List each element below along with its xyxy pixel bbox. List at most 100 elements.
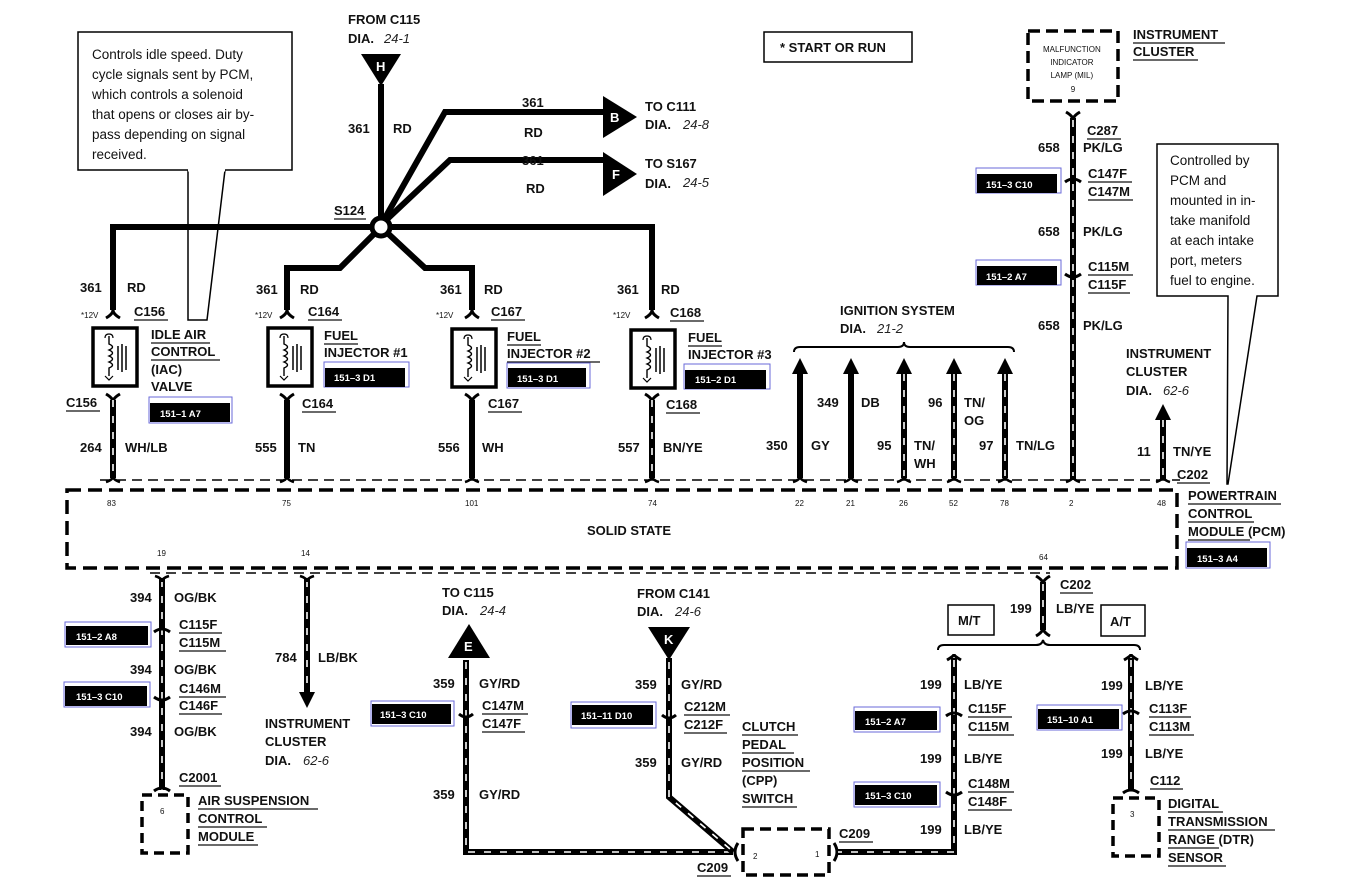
to-c115-link: TO C115 DIA. 24-4 E 359 GY/RD C147M C147… (370, 585, 733, 855)
connector-label: C164 (308, 304, 340, 319)
air-suspension-module-box (140, 793, 190, 855)
connector-letter-h: H (376, 59, 385, 74)
pin-number: 3 (1130, 810, 1135, 819)
dia-ref-link[interactable]: 62-6 (1163, 383, 1190, 398)
dia-ref-link[interactable]: 24-8 (682, 117, 710, 132)
circuit-number: 658 (1038, 224, 1060, 239)
wire-color: LB/BK (318, 650, 358, 665)
circuit-number: 359 (635, 677, 657, 692)
component-name: POWERTRAIN (1188, 488, 1277, 503)
ref-link-151-3-c10-c[interactable]: 151–3 C10 (370, 700, 455, 727)
branch-to-s167: 361 RD F TO S167 DIA. 24-5 (522, 152, 710, 196)
dia-label: DIA. (637, 604, 663, 619)
wire-color: LB/YE (1056, 601, 1095, 616)
component-name: (IAC) (151, 362, 182, 377)
circuit-number: 359 (635, 755, 657, 770)
connector-letter-b: B (610, 110, 619, 125)
dia-ref-link[interactable]: 24-5 (682, 175, 710, 190)
connector-label: C147M (482, 698, 524, 713)
dia-ref-link[interactable]: 24-4 (479, 603, 506, 618)
component-name: CLUSTER (1133, 44, 1195, 59)
connector-letter-e: E (464, 639, 473, 654)
connector-label: C202 (1177, 467, 1208, 482)
ref-link-151-2-a7-b[interactable]: 151–2 A7 (853, 706, 941, 733)
component-name: FUEL (324, 328, 358, 343)
circuit-number: 361 (256, 282, 278, 297)
connector-letter-k: K (664, 632, 674, 647)
dia-ref-link[interactable]: 24-1 (383, 31, 410, 46)
connector-label: C115F (179, 617, 217, 632)
ref-link-151-2-a8[interactable]: 151–2 A8 (64, 621, 152, 648)
circuit-number: 11 (1137, 444, 1151, 459)
ref-text: 151–1 A7 (160, 409, 201, 420)
component-name: SENSOR (1168, 850, 1224, 865)
ref-text: 151–3 C10 (76, 692, 122, 703)
circuit-number: 264 (80, 440, 102, 455)
ref-link-151-2-a7[interactable]: 151–2 A7 (975, 259, 1062, 286)
cpp-switch: CLUTCH PEDAL POSITION (CPP) SWITCH 2 1 C… (697, 719, 873, 877)
dia-ref-link[interactable]: 24-6 (674, 604, 702, 619)
source-label: FROM C141 (637, 586, 710, 601)
ref-link-151-3-a4[interactable]: 151–3 A4 (1185, 541, 1271, 569)
dtr-sensor-box (1111, 796, 1161, 858)
ref-link-151-11-d10[interactable]: 151–11 D10 (570, 701, 657, 729)
circuit-number: 349 (817, 395, 839, 410)
component-name: INJECTOR #2 (507, 346, 591, 361)
ignition-brace (793, 341, 1015, 353)
circuit-number: 350 (766, 438, 788, 453)
connector-label: C156 (66, 395, 97, 410)
component-name: CONTROL (1188, 506, 1252, 521)
pin-number: 1 (815, 850, 820, 859)
circuit-number: 199 (1101, 678, 1123, 693)
circuit-number: 361 (440, 282, 462, 297)
connector-label: C212M (684, 699, 726, 714)
connector-label: C167 (488, 396, 519, 411)
wire-color: DB (861, 395, 880, 410)
ref-link-151-3-d1[interactable]: 151–3 D1 (323, 361, 410, 388)
dia-label: DIA. (348, 31, 374, 46)
circuit-number: 394 (130, 724, 152, 739)
mt-box (947, 604, 995, 636)
circuit-number: 361 (617, 282, 639, 297)
circuit-number: 199 (1010, 601, 1032, 616)
component-name: RANGE (DTR) (1168, 832, 1254, 847)
pcm-module: SOLID STATE 19 14 64 POWERTRAIN CONTROL … (65, 479, 1286, 574)
wire-color: GY/RD (681, 677, 722, 692)
connector-h-triangle (361, 54, 401, 86)
ref-text: 151–3 D1 (517, 374, 559, 385)
ref-link-151-2-d1[interactable]: 151–2 D1 (683, 363, 771, 390)
ref-link-151-3-c10-d[interactable]: 151–3 C10 (853, 781, 941, 808)
circuit-number: 784 (275, 650, 297, 665)
wire-color: GY/RD (479, 787, 520, 802)
pin-number: 6 (160, 807, 165, 816)
mt-label: M/T (958, 613, 980, 628)
wire-color: RD (484, 282, 503, 297)
connector-label: C147F (1088, 166, 1127, 181)
voltage-label: *12V (81, 311, 99, 320)
ref-link-151-3-c10[interactable]: 151–3 C10 (975, 167, 1062, 194)
component-name: CONTROL (151, 344, 215, 359)
dia-ref-link[interactable]: 21-2 (876, 321, 904, 336)
pin-number: 52 (949, 499, 958, 508)
circuit-number: 199 (920, 751, 942, 766)
circuit-number: 97 (979, 438, 993, 453)
pin-number: 21 (846, 499, 855, 508)
wire-color: WH (482, 440, 504, 455)
circuit-number: 556 (438, 440, 460, 455)
dia-ref-link[interactable]: 62-6 (303, 753, 330, 768)
ref-link-151-1-a7[interactable]: 151–1 A7 (148, 396, 233, 424)
destination-label: INSTRUMENT (265, 716, 350, 731)
circuit-number: 361 (522, 153, 544, 168)
ref-link-151-3-d1-b[interactable]: 151–3 D1 (506, 362, 591, 389)
voltage-label: *12V (613, 311, 631, 320)
ref-link-151-10-a1[interactable]: 151–10 A1 (1036, 704, 1123, 731)
pin-number: 74 (648, 499, 657, 508)
ref-link-151-3-c10-b[interactable]: 151–3 C10 (63, 681, 151, 708)
connector-label: C148M (968, 776, 1010, 791)
ref-text: 151–2 D1 (695, 375, 737, 386)
cpp-name: CLUTCH PEDAL POSITION (CPP) SWITCH (742, 719, 808, 806)
pin-number: 2 (1069, 499, 1074, 508)
wire-color: LB/YE (964, 677, 1003, 692)
dia-label: DIA. (265, 753, 291, 768)
connector-f-arrow (603, 152, 637, 196)
